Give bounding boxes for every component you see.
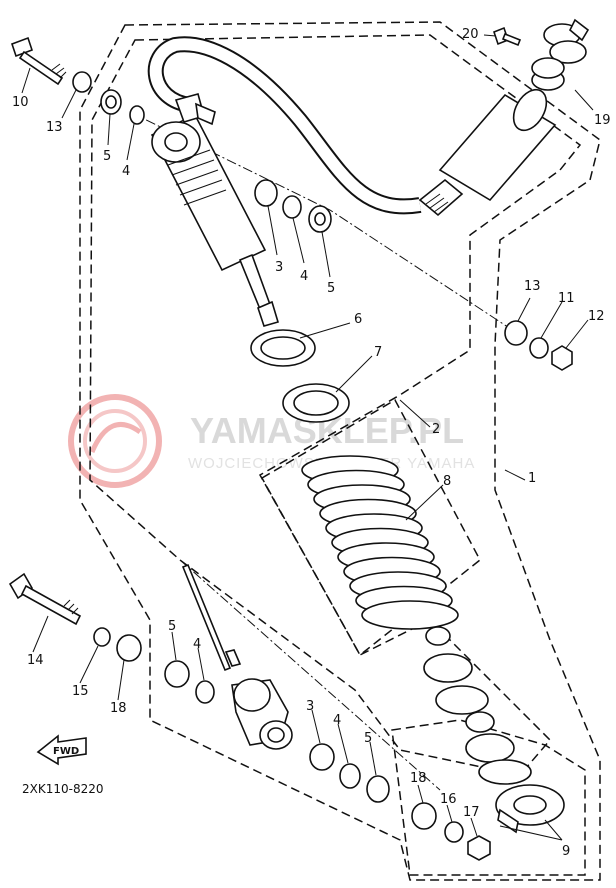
callout-18: 18	[410, 771, 427, 786]
watermark: YAMASKLEP.PL WOJCIECHOWSKI DEALER YAMAHA	[68, 394, 474, 488]
callout-19: 19	[594, 113, 611, 128]
callout-18: 18	[110, 701, 127, 716]
boundary-seat-9	[391, 719, 586, 876]
adjuster-ring-6	[250, 329, 316, 367]
callout-17: 17	[463, 805, 480, 820]
bearing-5-mid-bore	[314, 212, 326, 226]
callout-7: 7	[374, 345, 382, 360]
reservoir-hose	[147, 36, 422, 215]
reservoir	[418, 88, 557, 217]
spring-8	[301, 455, 459, 630]
callout-5: 5	[168, 619, 176, 634]
callout-20: 20	[462, 27, 479, 42]
clamps-19	[531, 18, 590, 91]
boundary-shock-assembly-1	[79, 21, 601, 881]
callout-3: 3	[306, 699, 314, 714]
locknut-7	[282, 383, 350, 423]
bolt-10	[10, 36, 67, 86]
pushrod	[181, 563, 242, 672]
callout-10: 10	[12, 95, 29, 110]
washer-15	[93, 627, 111, 647]
drawing-code: 2XK110-8220	[22, 782, 104, 796]
watermark-logo-ring	[68, 394, 162, 488]
callout-11: 11	[558, 291, 575, 306]
boundary-spring-8	[260, 398, 481, 657]
callout-15: 15	[72, 684, 89, 699]
washer-11	[529, 337, 549, 359]
washer-16	[444, 821, 464, 843]
collar-18-left	[116, 634, 142, 662]
bearing-5-upper-bore	[105, 95, 117, 109]
bolt-20	[493, 26, 522, 47]
bolt-14	[8, 572, 82, 626]
callout-5: 5	[103, 149, 111, 164]
callout-2: 2	[432, 422, 440, 437]
callout-1: 1	[528, 471, 536, 486]
fwd-arrow: FWD	[36, 734, 87, 766]
circlip-4-mid	[282, 195, 302, 219]
callout-6: 6	[354, 312, 362, 327]
callout-4: 4	[193, 637, 201, 652]
fwd-label: FWD	[53, 746, 79, 757]
shock-body	[150, 93, 279, 327]
collar-18-right	[411, 802, 437, 830]
lower-eye	[164, 660, 293, 750]
spring-coil	[361, 600, 459, 630]
nut-17	[467, 835, 491, 861]
callout-3: 3	[275, 260, 283, 275]
boundary-damper-unit-2	[89, 34, 582, 776]
leader-lines	[21, 34, 594, 841]
watermark-logo-mark	[89, 421, 142, 454]
callout-4: 4	[333, 713, 341, 728]
callout-5: 5	[327, 281, 335, 296]
bushing-3-upper	[254, 179, 278, 207]
circlip-4-lower	[339, 763, 361, 789]
callout-14: 14	[27, 653, 44, 668]
callout-13: 13	[524, 279, 541, 294]
lower-axis-line	[179, 559, 441, 791]
part-callouts: 10 13 5 4 3 4 5 20 19 13 11 12 6 7 2 8 1…	[12, 27, 611, 859]
callout-8: 8	[443, 474, 451, 489]
circlip-4-upper	[129, 105, 145, 125]
nut-13-upper	[72, 71, 92, 93]
nut-12	[551, 345, 573, 371]
collar-13-right	[504, 320, 528, 346]
callout-4: 4	[122, 164, 130, 179]
spring-guide-stack	[423, 626, 532, 785]
spring-seat-9	[495, 784, 565, 834]
callout-5: 5	[364, 731, 372, 746]
watermark-logo-inner	[83, 409, 147, 473]
callout-13: 13	[46, 120, 63, 135]
callout-4: 4	[300, 269, 308, 284]
callout-9: 9	[562, 844, 570, 859]
bushing-3-lower	[309, 743, 335, 771]
callout-16: 16	[440, 792, 457, 807]
assembly-boundaries	[79, 21, 601, 881]
bearing-5-lower	[366, 775, 390, 803]
callout-12: 12	[588, 309, 605, 324]
